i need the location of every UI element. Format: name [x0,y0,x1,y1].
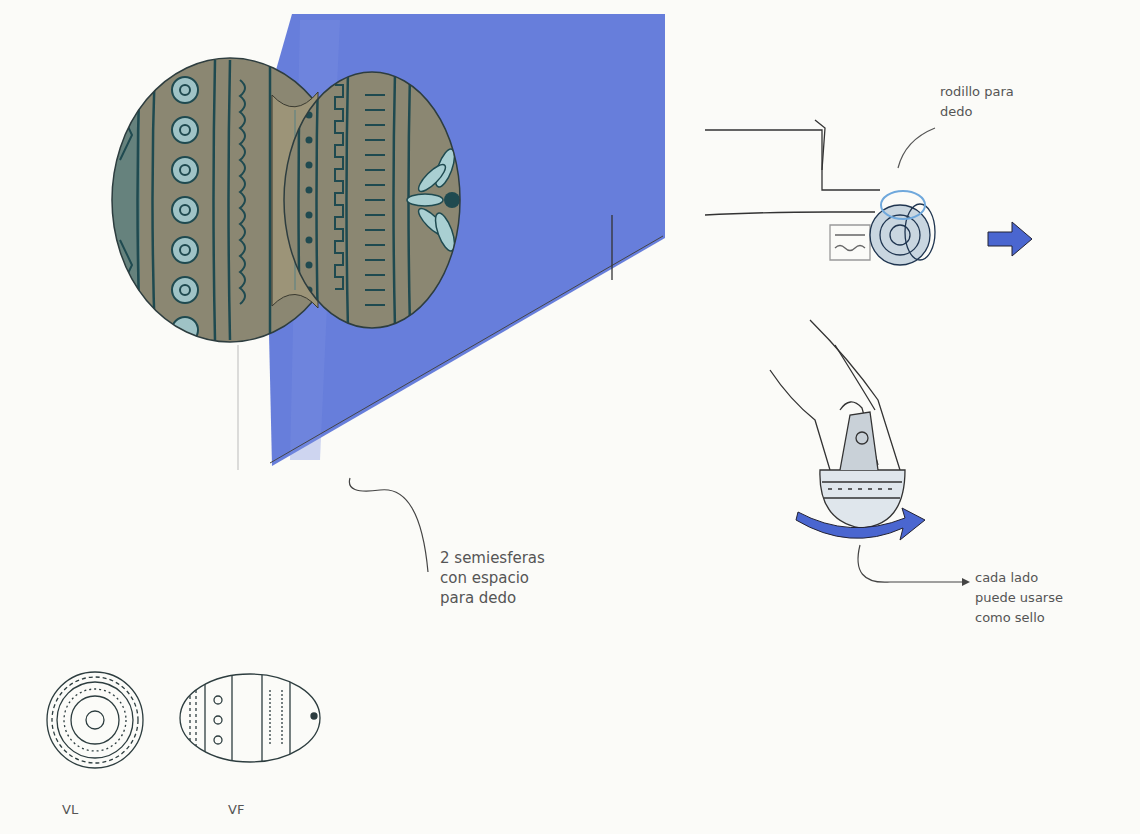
side-view [47,672,143,768]
finger-roller-sketch [612,120,935,280]
front-view [180,670,320,770]
blue-backdrop [264,14,665,466]
stamp-sketch [770,320,905,528]
leader-arrow [962,578,970,586]
annotation-label: VF [228,800,268,820]
annotation-label: cada lado puede usarse como sello [975,568,1070,628]
right-hemisphere [284,70,460,330]
rotation-arrow [796,508,925,540]
leader-line [349,478,428,572]
leader-line [898,128,935,168]
annotation-label: VL [62,800,102,820]
direction-arrow [988,222,1032,256]
annotation-label: 2 semiesferas con espacio para dedo [440,548,550,608]
annotation-label: rodillo para dedo [940,82,1030,122]
leader-line [858,545,962,582]
